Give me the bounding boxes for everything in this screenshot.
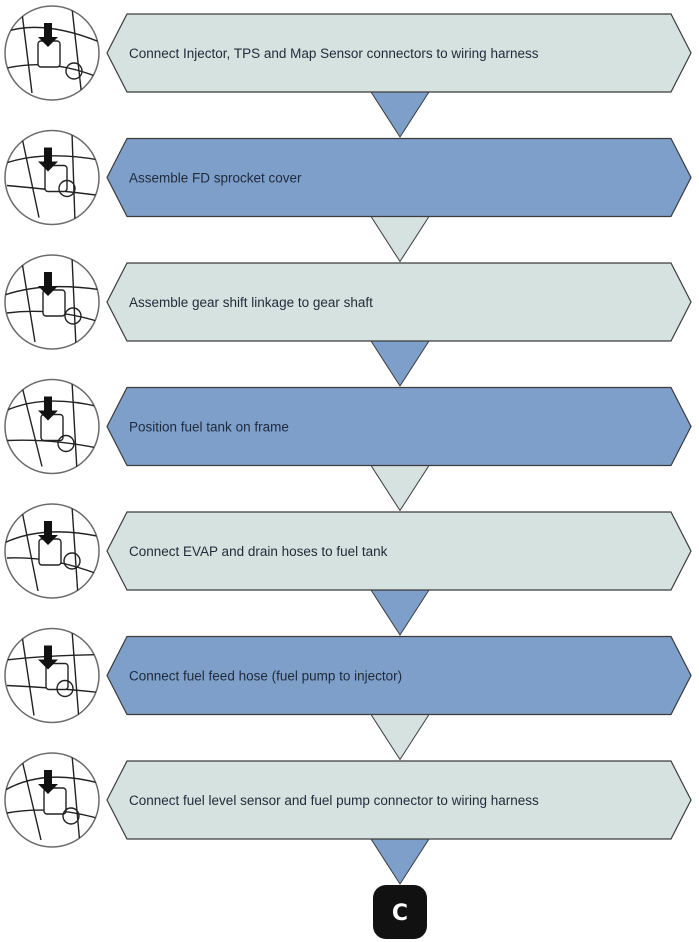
sprocket-cover-photo-icon [4, 129, 100, 226]
down-arrow-7 [370, 838, 430, 885]
step-box-7: Connect fuel level sensor and fuel pump … [106, 760, 692, 840]
connector-photo-icon [4, 5, 100, 101]
fuel-level-sensor-photo-icon [4, 752, 100, 848]
down-arrow-1 [370, 91, 430, 138]
step-label: Assemble gear shift linkage to gear shaf… [129, 295, 373, 310]
down-arrow-4 [370, 465, 430, 512]
step-box-1: Connect Injector, TPS and Map Sensor con… [106, 13, 692, 93]
step-label: Assemble FD sprocket cover [129, 171, 302, 186]
down-arrow-3 [370, 340, 430, 387]
step-box-shape [106, 760, 692, 840]
continuation-marker-label: C [392, 901, 408, 926]
fuel-feed-hose-photo-icon [4, 627, 100, 724]
continuation-marker-shape [373, 885, 427, 939]
evap-hose-photo-icon [4, 503, 100, 599]
step-box-shape [106, 262, 692, 342]
step-label: Position fuel tank on frame [129, 420, 289, 435]
gear-shift-linkage-photo-icon [4, 254, 100, 350]
continuation-marker: C [373, 885, 427, 939]
step-box-2: Assemble FD sprocket cover [106, 137, 692, 218]
step-box-shape [106, 511, 692, 591]
step-box-shape [106, 13, 692, 93]
step-box-6: Connect fuel feed hose (fuel pump to inj… [106, 635, 692, 716]
down-arrow-6 [370, 714, 430, 761]
fuel-tank-photo-icon [4, 378, 100, 475]
step-label: Connect fuel level sensor and fuel pump … [129, 793, 539, 808]
step-label: Connect EVAP and drain hoses to fuel tan… [129, 544, 388, 559]
step-box-4: Position fuel tank on frame [106, 386, 692, 467]
step-box-shape [106, 635, 692, 716]
step-box-5: Connect EVAP and drain hoses to fuel tan… [106, 511, 692, 591]
down-arrow-5 [370, 589, 430, 636]
step-label: Connect Injector, TPS and Map Sensor con… [129, 46, 539, 61]
step-box-3: Assemble gear shift linkage to gear shaf… [106, 262, 692, 342]
step-box-shape [106, 386, 692, 467]
down-arrow-2 [370, 216, 430, 263]
step-label: Connect fuel feed hose (fuel pump to inj… [129, 669, 402, 684]
step-box-shape [106, 137, 692, 218]
